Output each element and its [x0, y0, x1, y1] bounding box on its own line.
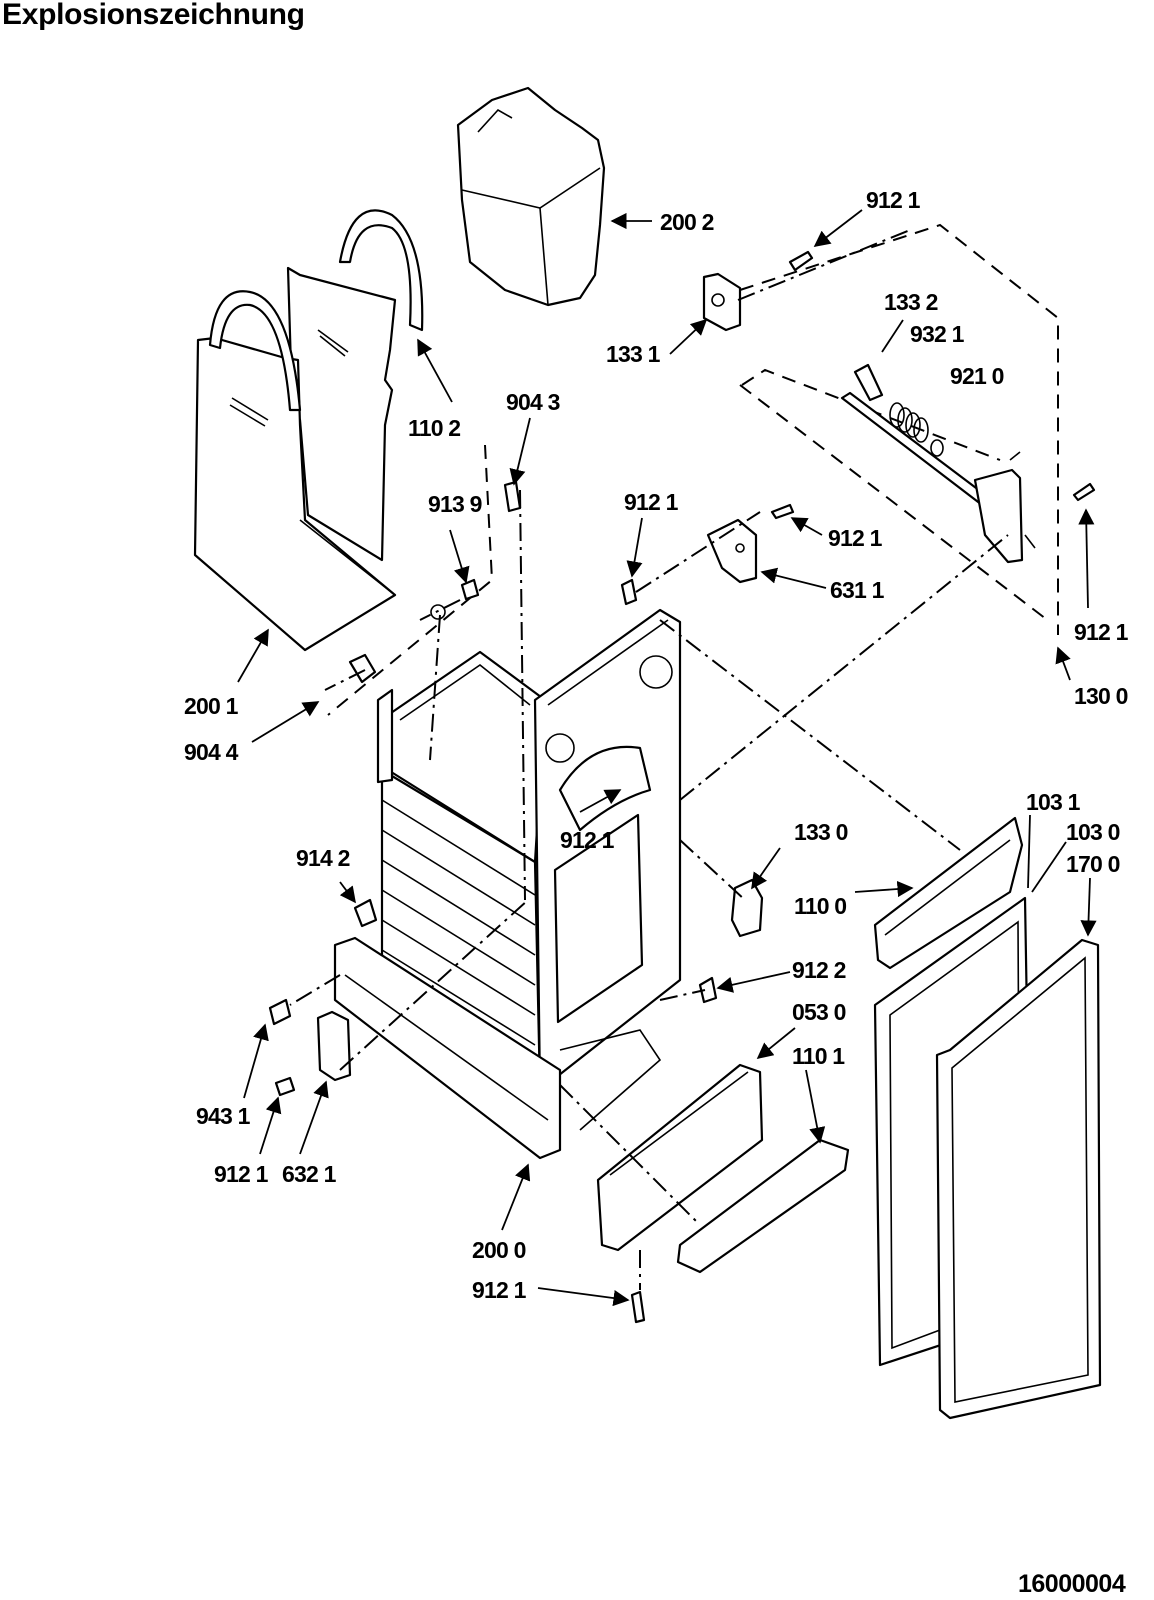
callout-label: 904 3: [506, 389, 560, 415]
callout-labels: 200 2 912 1 133 2 932 1 921 0 133 1 110 …: [184, 187, 1129, 1303]
callout-label: 133 2: [884, 289, 938, 315]
callout-label: 912 1: [828, 525, 883, 551]
callout-label: 110 1: [792, 1043, 845, 1069]
callout-label: 914 2: [296, 845, 350, 871]
part-200-1-bag-holder: [193, 290, 397, 652]
part-133-rod-assembly: [702, 272, 1036, 564]
callout-label: 943 1: [196, 1103, 251, 1129]
part-103-door: [873, 816, 1102, 1420]
callout-label: 912 1: [560, 827, 615, 853]
callout-label: 912 1: [1074, 619, 1129, 645]
callout-label: 904 4: [184, 739, 239, 765]
screw-parts: [268, 250, 1096, 1324]
callout-label: 103 0: [1066, 819, 1120, 845]
callout-label: 912 1: [214, 1161, 269, 1187]
page-title: Explosionszeichnung: [2, 0, 305, 31]
callout-label: 170 0: [1066, 851, 1120, 877]
callout-label: 932 1: [910, 321, 965, 347]
callout-leaders: [237, 209, 1097, 1307]
callout-label: 053 0: [792, 999, 846, 1025]
callout-label: 200 0: [472, 1237, 526, 1263]
part-200-2-bag: [456, 86, 606, 307]
callout-label: 631 1: [830, 577, 885, 603]
callout-label: 913 9: [428, 491, 482, 517]
callout-label: 632 1: [282, 1161, 337, 1187]
callout-label: 912 1: [472, 1277, 527, 1303]
part-133-0-hinge: [730, 878, 764, 938]
callout-label: 110 0: [794, 893, 846, 919]
callout-label: 130 0: [1074, 683, 1128, 709]
callout-label: 912 2: [792, 957, 846, 983]
callout-label: 133 1: [606, 341, 661, 367]
callout-label: 103 1: [1026, 789, 1081, 815]
callout-label: 921 0: [950, 363, 1004, 389]
callout-label: 200 2: [660, 209, 714, 235]
callout-label: 200 1: [184, 693, 239, 719]
part-631-1-bracket: [706, 518, 758, 584]
callout-label: 912 1: [866, 187, 921, 213]
callout-label: 110 2: [408, 415, 460, 441]
document-number: 16000004: [1018, 1570, 1126, 1598]
callout-label: 912 1: [624, 489, 679, 515]
part-200-0-housing: [316, 608, 682, 1160]
callout-label: 133 0: [794, 819, 848, 845]
assembly-connector-lines: [289, 229, 1009, 1290]
part-110-2-frame: [286, 209, 424, 562]
